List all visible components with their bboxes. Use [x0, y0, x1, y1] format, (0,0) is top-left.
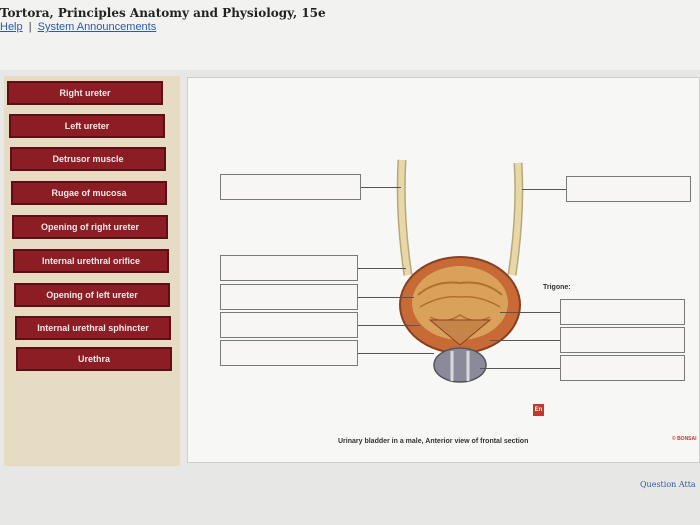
drop-box-left-5[interactable]: [220, 340, 358, 366]
label-tile-internal-urethral-sphincter[interactable]: Internal urethral sphincter: [15, 316, 171, 340]
drop-box-right-4[interactable]: [560, 355, 685, 381]
language-icon[interactable]: En: [533, 404, 544, 416]
header-links: Help | System Announcements: [0, 21, 156, 33]
label-tile-left-ureter[interactable]: Left ureter: [9, 114, 165, 138]
leader-line: [358, 353, 434, 354]
trigone-label: Trigone:: [543, 284, 571, 291]
leader-line: [358, 325, 420, 326]
leader-line: [490, 340, 560, 341]
drop-box-right-2[interactable]: [560, 299, 685, 325]
leader-line: [358, 297, 414, 298]
image-credit: © BONSAI: [672, 436, 697, 442]
diagram-caption: Urinary bladder in a male, Anterior view…: [338, 438, 529, 445]
drop-box-right-1[interactable]: [566, 176, 691, 202]
leader-line: [500, 312, 560, 313]
label-tile-right-ureter[interactable]: Right ureter: [7, 81, 163, 105]
bladder-illustration: [396, 159, 524, 383]
leader-line: [358, 268, 406, 269]
book-title: Tortora, Principles Anatomy and Physiolo…: [0, 6, 326, 20]
label-tile-opening-right-ureter[interactable]: Opening of right ureter: [12, 215, 168, 239]
drop-box-left-4[interactable]: [220, 312, 358, 338]
help-link[interactable]: Help: [0, 21, 23, 33]
leader-line: [522, 189, 566, 190]
label-tile-internal-urethral-orifice[interactable]: Internal urethral orifice: [13, 249, 169, 273]
drop-box-left-2[interactable]: [220, 255, 358, 281]
label-tile-detrusor-muscle[interactable]: Detrusor muscle: [10, 147, 166, 171]
question-attempts-link[interactable]: Question Atta: [640, 480, 696, 489]
label-tile-urethra[interactable]: Urethra: [16, 347, 172, 371]
header-bar: Tortora, Principles Anatomy and Physiolo…: [0, 0, 700, 70]
system-announcements-link[interactable]: System Announcements: [37, 21, 157, 33]
leader-line: [480, 368, 560, 369]
drop-box-right-3[interactable]: [560, 327, 685, 353]
link-separator: |: [28, 21, 32, 33]
drop-box-left-1[interactable]: [220, 174, 361, 200]
leader-line: [361, 187, 401, 188]
drop-box-left-3[interactable]: [220, 284, 358, 310]
label-tile-opening-left-ureter[interactable]: Opening of left ureter: [14, 283, 170, 307]
label-tile-rugae-of-mucosa[interactable]: Rugae of mucosa: [11, 181, 167, 205]
